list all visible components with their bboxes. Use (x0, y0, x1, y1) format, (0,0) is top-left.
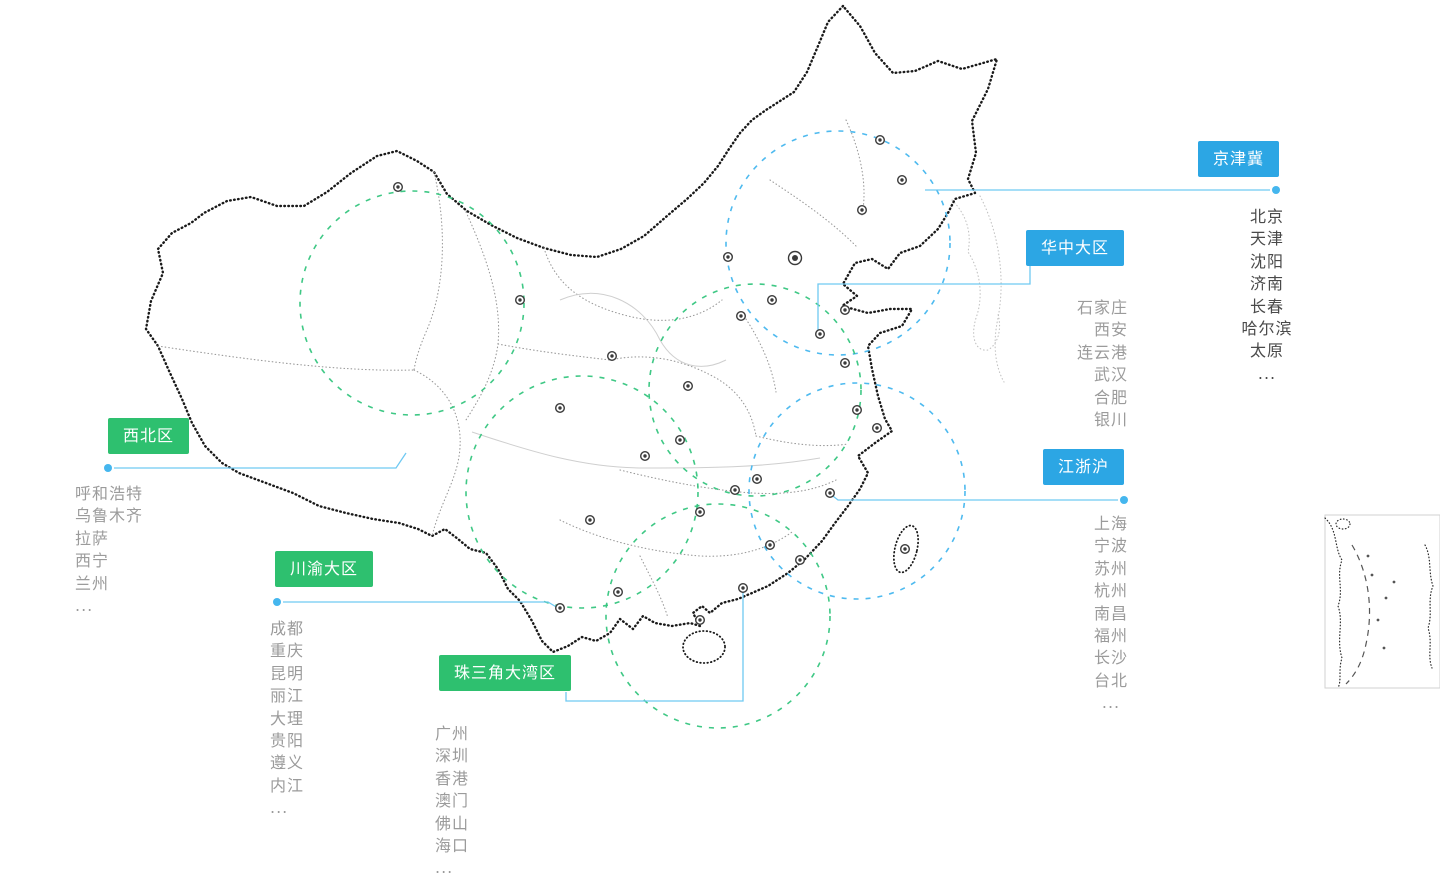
leader-line-jiangzhehu (828, 492, 1118, 501)
region-label-jiangzhehu[interactable]: 江浙沪 (1043, 449, 1125, 485)
region-label-huazhong[interactable]: 华中大区 (1026, 230, 1125, 266)
region-circle-jiangzhehu (748, 382, 966, 600)
city-name: 天津 (1249, 229, 1284, 249)
rivers (471, 292, 821, 469)
city-list-chuanyu: 成都重庆昆明丽江大理贵阳遵义内江... (270, 618, 380, 820)
region-label-zhusanjiao[interactable]: 珠三角大湾区 (439, 655, 572, 691)
city-markers (393, 134, 910, 625)
city-list-ellipsis: ... (435, 858, 454, 878)
city-list-ellipsis: ... (1257, 363, 1277, 383)
beijing-marker (787, 250, 803, 266)
city-name: 拉萨 (75, 528, 110, 548)
city-list-huazhong: 石家庄西安连云港武汉合肥银川 (1028, 297, 1128, 431)
city-name: 宁波 (1093, 536, 1128, 556)
region-circle-xibei (299, 190, 525, 416)
province-borders (157, 119, 865, 619)
city-name: 银川 (1093, 410, 1128, 430)
city-name: 哈尔滨 (1241, 319, 1293, 339)
city-name: 乌鲁木齐 (75, 506, 144, 526)
city-name: 长春 (1249, 296, 1284, 316)
city-list-ellipsis: ... (1101, 693, 1121, 713)
leader-dot-xibei (104, 464, 112, 472)
city-name: 成都 (270, 619, 305, 638)
city-name: 香港 (435, 768, 470, 788)
leader-dot-jingjinji (1272, 186, 1280, 194)
city-name: 广州 (435, 724, 470, 743)
city-list-jingjinji: 北京天津沈阳济南长春哈尔滨太原... (1202, 206, 1332, 385)
city-name: 内江 (270, 775, 305, 795)
region-label-jingjinji[interactable]: 京津冀 (1198, 141, 1280, 177)
leader-dot-chuanyu (273, 598, 281, 606)
region-circle-zhusanjiao (605, 503, 831, 729)
leader-line-zhusanjiao (565, 589, 744, 702)
city-name: 石家庄 (1076, 298, 1128, 317)
city-list-ellipsis: ... (75, 596, 94, 616)
region-circle-chuanyu (465, 375, 699, 609)
city-name: 沈阳 (1249, 251, 1284, 271)
city-name: 佛山 (435, 813, 470, 833)
leader-dot-jiangzhehu (1120, 496, 1128, 504)
city-name: 西安 (1093, 320, 1128, 340)
city-name: 西宁 (75, 551, 110, 571)
city-name: 昆明 (270, 663, 305, 683)
city-name: 福州 (1093, 626, 1128, 646)
city-name: 贵阳 (270, 731, 305, 751)
city-name: 南昌 (1093, 603, 1128, 623)
city-name: 兰州 (75, 573, 110, 593)
city-name: 遵义 (270, 753, 305, 773)
china-national-border (144, 4, 999, 654)
leader-line-chuanyu (283, 601, 559, 609)
city-name: 大理 (270, 708, 305, 728)
hainan-island (682, 630, 726, 664)
city-name: 北京 (1249, 207, 1284, 226)
city-list-zhusanjiao: 广州深圳香港澳门佛山海口... (435, 723, 545, 880)
leader-lines (104, 186, 1280, 702)
region-circles (299, 130, 966, 729)
city-name: 合肥 (1093, 387, 1128, 407)
city-name: 重庆 (270, 641, 305, 661)
leader-line-huazhong (817, 266, 1031, 333)
city-name: 呼和浩特 (75, 484, 144, 503)
region-label-chuanyu[interactable]: 川渝大区 (275, 551, 374, 587)
city-name: 太原 (1249, 341, 1284, 361)
city-name: 连云港 (1076, 342, 1128, 362)
region-circle-jingjinji (725, 130, 951, 356)
city-name: 苏州 (1093, 558, 1128, 578)
city-name: 澳门 (435, 791, 470, 811)
city-name: 深圳 (435, 746, 470, 766)
city-name: 丽江 (270, 686, 305, 706)
city-name: 济南 (1249, 274, 1284, 294)
city-list-jiangzhehu: 上海宁波苏州杭州南昌福州长沙台北... (1061, 513, 1161, 715)
city-name: 长沙 (1093, 648, 1128, 668)
region-label-xibei[interactable]: 西北区 (108, 418, 190, 454)
city-list-ellipsis: ... (270, 798, 289, 818)
city-name: 台北 (1093, 670, 1128, 690)
city-name: 上海 (1093, 514, 1128, 533)
region-circle-huazhong (648, 283, 862, 497)
city-name: 杭州 (1093, 581, 1128, 601)
city-name: 武汉 (1093, 365, 1128, 385)
foreign-outlines (951, 195, 1005, 383)
leader-line-xibei (114, 452, 407, 469)
city-name: 海口 (435, 836, 470, 856)
south-china-sea-inset (1324, 514, 1440, 689)
city-list-xibei: 呼和浩特乌鲁木齐拉萨西宁兰州... (75, 483, 195, 617)
